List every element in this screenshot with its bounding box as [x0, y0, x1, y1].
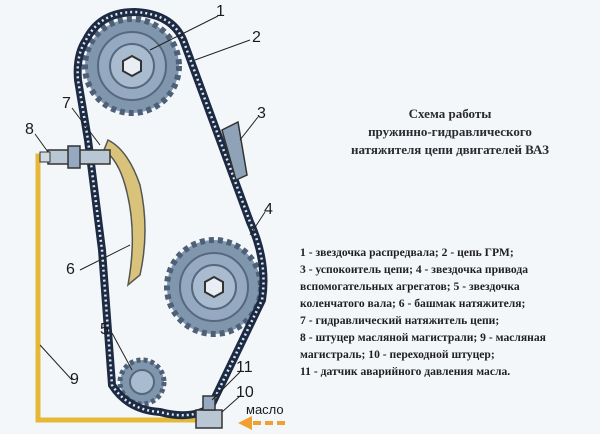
legend-line: 3 - успокоитель цепи; 4 - звездочка прив… [300, 263, 529, 276]
callout-3: 3 [257, 105, 266, 122]
leader-lines [34, 15, 266, 413]
hydraulic-tensioner [39, 145, 111, 169]
callout-5: 5 [100, 321, 109, 338]
callout-9: 9 [70, 371, 79, 388]
oil-label: масло [246, 402, 284, 417]
legend-line: 11 - датчик аварийного давления масла. [300, 365, 511, 378]
auxiliary-drive-sprocket [164, 237, 264, 337]
oil-flow-arrow [238, 416, 285, 430]
callout-6: 6 [66, 261, 75, 278]
callout-2: 2 [252, 29, 261, 46]
legend: 1 - звездочка распредвала; 2 - цепь ГРМ;… [300, 244, 546, 380]
title-line: пружинно-гидравлического [368, 124, 532, 139]
legend-line: 8 - штуцер масляной магистрали; 9 - масл… [300, 331, 546, 344]
callout-4: 4 [264, 201, 273, 218]
title-line: натяжителя цепи двигателей ВАЗ [351, 142, 549, 157]
legend-line: вспомогательных агрегатов; 5 - звездочка [300, 280, 520, 293]
legend-line: 1 - звездочка распредвала; 2 - цепь ГРМ; [300, 246, 514, 259]
title-line: Схема работы [408, 106, 492, 121]
callout-11: 11 [236, 359, 253, 376]
callout-1: 1 [216, 3, 225, 20]
adapter-fitting-and-sensor [195, 395, 223, 429]
tensioner-shoe [103, 138, 146, 287]
chain-damper [221, 120, 248, 182]
legend-line: магистраль; 10 - переходной штуцер; [300, 348, 495, 361]
camshaft-sprocket [82, 16, 182, 116]
callout-10: 10 [236, 384, 254, 401]
callout-8: 8 [25, 121, 34, 138]
callout-7: 7 [62, 95, 71, 112]
diagram-title: Схема работы пружинно-гидравлического на… [300, 105, 600, 159]
legend-line: 7 - гидравлический натяжитель цепи; [300, 314, 500, 327]
crankshaft-sprocket [117, 357, 167, 407]
legend-line: коленчатого вала; 6 - башмак натяжителя; [300, 297, 526, 310]
